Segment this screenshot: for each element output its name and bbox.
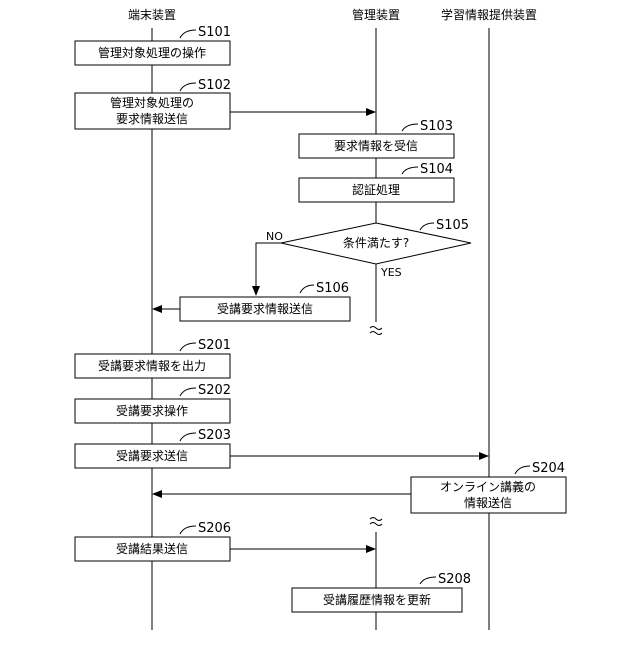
- step-text-s204-line2: 情報送信: [464, 495, 512, 510]
- step-label-s104: S104: [420, 162, 453, 177]
- step-label-leader-s202: [180, 388, 196, 396]
- step-label-s106: S106: [316, 281, 349, 296]
- lane-title-management: 管理装置: [352, 7, 400, 22]
- step-label-s206: S206: [198, 521, 231, 536]
- step-label-s103: S103: [420, 119, 453, 134]
- step-text-s202: 受講要求操作: [116, 403, 188, 418]
- step-label-leader-s203: [180, 433, 196, 441]
- step-label-s204: S204: [532, 461, 565, 476]
- step-text-s204-line1: オンライン講義の: [440, 479, 536, 494]
- decision-text-s105: 条件満たす?: [343, 236, 409, 250]
- step-text-s104: 認証処理: [352, 182, 400, 197]
- step-label-leader-s102: [180, 83, 196, 91]
- step-label-s105: S105: [436, 218, 469, 233]
- step-text-s101: 管理対象処理の操作: [98, 45, 206, 60]
- step-label-s208: S208: [438, 572, 471, 587]
- step-text-s206: 受講結果送信: [116, 541, 188, 556]
- step-label-leader-s103: [402, 124, 418, 131]
- step-label-s101: S101: [198, 25, 231, 40]
- step-text-s102-line2: 要求情報送信: [116, 111, 188, 126]
- step-label-s203: S203: [198, 428, 231, 443]
- step-label-s201: S201: [198, 338, 231, 353]
- lane-title-learning: 学習情報提供装置: [441, 7, 537, 22]
- lifeline-break-mark-lower: [370, 518, 382, 526]
- step-text-s208: 受講履歴情報を更新: [323, 592, 431, 607]
- lifeline-break-mark-upper: [370, 327, 382, 335]
- arrow-no-branch: [256, 243, 281, 295]
- step-label-leader-s106: [300, 285, 314, 293]
- step-text-s106: 受講要求情報送信: [217, 301, 313, 316]
- step-label-leader-s204: [515, 466, 530, 474]
- step-label-s202: S202: [198, 383, 231, 398]
- branch-label-no: NO: [266, 230, 283, 243]
- lane-title-terminal: 端末装置: [128, 8, 176, 22]
- step-text-s203: 受講要求送信: [116, 448, 188, 463]
- step-text-s103: 要求情報を受信: [334, 139, 418, 153]
- step-label-leader-s105: [420, 223, 434, 230]
- step-text-s102-line1: 管理対象処理の: [110, 95, 194, 110]
- step-label-leader-s206: [180, 526, 196, 534]
- step-text-s201: 受講要求情報を出力: [98, 358, 206, 373]
- step-label-leader-s104: [402, 167, 418, 174]
- branch-label-yes: YES: [380, 266, 402, 279]
- step-label-leader-s201: [180, 343, 196, 351]
- step-label-leader-s101: [180, 30, 196, 38]
- step-label-s102: S102: [198, 78, 231, 93]
- step-label-leader-s208: [420, 577, 436, 584]
